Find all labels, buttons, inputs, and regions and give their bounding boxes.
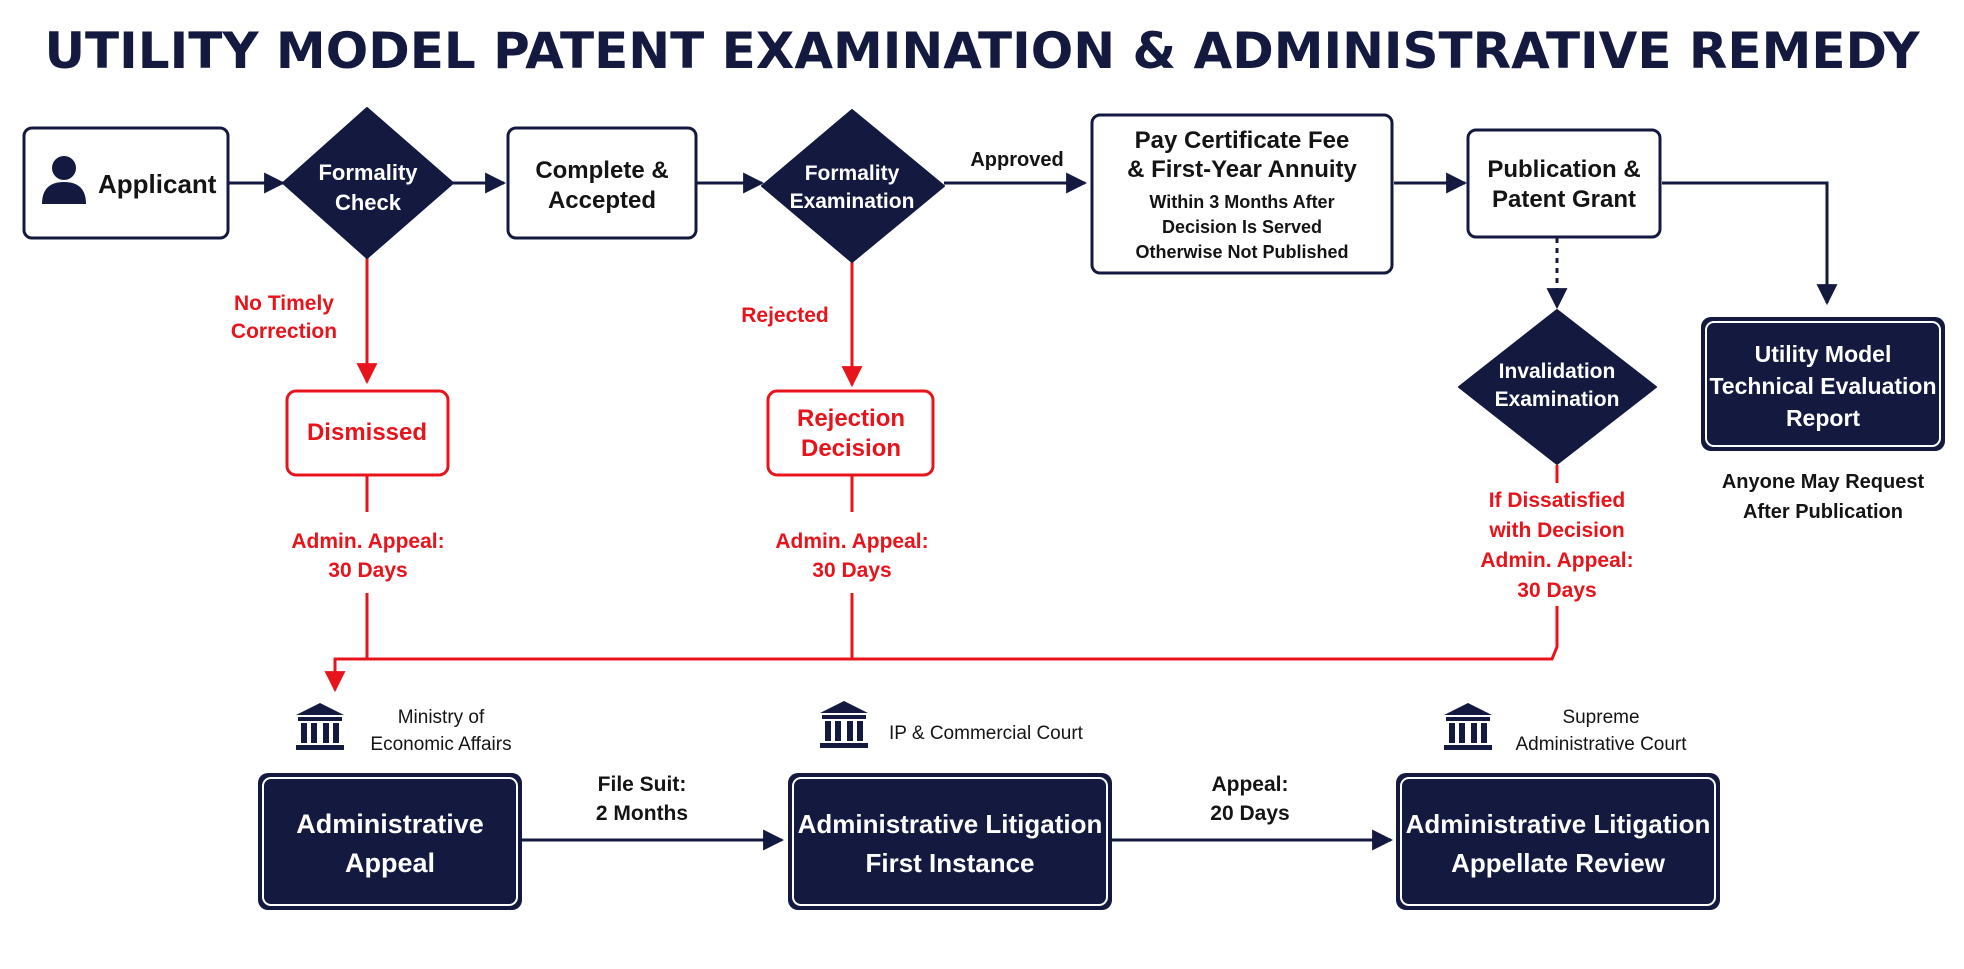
ministry-line1: Ministry of [398, 707, 485, 728]
pay-fee-line3: Within 3 Months After [1149, 192, 1334, 212]
dissatisfied-label-line1: If Dissatisfied [1489, 489, 1626, 512]
no-timely-correction-line2: Correction [231, 320, 337, 343]
dismissed-label: Dismissed [307, 419, 427, 446]
formality-check-line2: Check [335, 190, 402, 215]
dismissed-box: Dismissed [285, 389, 450, 477]
pay-fee-line5: Otherwise Not Published [1135, 242, 1348, 262]
tech-report-line2: Technical Evaluation [1709, 373, 1936, 399]
rejected-label: Rejected [741, 304, 829, 327]
supreme-line1: Supreme [1562, 707, 1639, 728]
publication-grant-line1: Publication & [1487, 156, 1640, 183]
dissatisfied-label-line2: with Decision [1488, 519, 1624, 542]
ministry-line2: Economic Affairs [370, 734, 511, 755]
tech-report-note-line1: Anyone May Request [1722, 471, 1925, 493]
admin-appeal-box-line1: Administrative [296, 809, 484, 839]
litigation-appellate-line1: Administrative Litigation [1406, 809, 1711, 839]
pay-fee-line1: Pay Certificate Fee [1135, 127, 1350, 154]
government-building-icon [296, 703, 344, 750]
approved-label: Approved [970, 149, 1063, 171]
complete-accepted-line1: Complete & [535, 157, 668, 184]
admin-appeal-label-2-line2: 30 Days [812, 559, 891, 582]
formality-check-line1: Formality [318, 160, 418, 185]
rejection-decision-line1: Rejection [797, 405, 905, 432]
file-suit-label-line1: File Suit: [598, 773, 687, 796]
tech-report-line3: Report [1786, 405, 1860, 431]
litigation-first-line1: Administrative Litigation [798, 809, 1103, 839]
courthouse-icon [1444, 703, 1492, 750]
publication-grant-line2: Patent Grant [1492, 186, 1636, 213]
formality-check-diamond: Formality Check [282, 107, 454, 259]
invalidation-line1: Invalidation [1499, 360, 1616, 383]
ministry-authority: Ministry of Economic Affairs [296, 703, 512, 755]
no-timely-correction-line1: No Timely [234, 292, 334, 315]
main-flow-connectors [229, 172, 1838, 851]
rejection-flow-connectors [324, 258, 1559, 693]
admin-appeal-label-2-line1: Admin. Appeal: [775, 530, 928, 553]
rejection-decision-line2: Decision [801, 435, 901, 462]
rejection-decision-box: Rejection Decision [766, 389, 935, 477]
pay-fee-line4: Decision Is Served [1162, 217, 1322, 237]
tech-report-note-line2: After Publication [1743, 501, 1903, 523]
litigation-appellate-line2: Appellate Review [1451, 848, 1666, 878]
complete-accepted-line2: Accepted [548, 187, 656, 214]
formality-examination-diamond: Formality Examination [761, 109, 945, 263]
invalidation-examination-diamond: Invalidation Examination [1458, 309, 1657, 465]
courthouse-icon [820, 701, 868, 748]
invalidation-line2: Examination [1495, 388, 1620, 411]
dissatisfied-label-line4: 30 Days [1517, 579, 1596, 602]
admin-appeal-box-line2: Appeal [345, 848, 435, 878]
publication-grant-box: Publication & Patent Grant [1466, 128, 1662, 239]
complete-accepted-box: Complete & Accepted [506, 126, 698, 240]
admin-appeal-label-1-line2: 30 Days [328, 559, 407, 582]
ip-court-line1: IP & Commercial Court [889, 723, 1084, 744]
ip-court-authority: IP & Commercial Court [820, 701, 1084, 748]
appeal-20-days-line2: 20 Days [1210, 802, 1289, 825]
admin-appeal-label-1-line1: Admin. Appeal: [291, 530, 444, 553]
file-suit-label-line2: 2 Months [596, 802, 688, 825]
appeal-20-days-line1: Appeal: [1211, 773, 1288, 796]
person-icon [42, 156, 86, 204]
dissatisfied-label-line3: Admin. Appeal: [1480, 549, 1633, 572]
administrative-appeal-box: Administrative Appeal [258, 773, 522, 910]
pay-fee-line2: & First-Year Annuity [1127, 156, 1357, 183]
technical-evaluation-report-box: Utility Model Technical Evaluation Repor… [1701, 317, 1945, 451]
litigation-first-line2: First Instance [865, 848, 1034, 878]
applicant-box: Applicant [22, 126, 230, 240]
formality-examination-line1: Formality [805, 162, 900, 185]
tech-report-line1: Utility Model [1755, 341, 1892, 367]
litigation-appellate-review-box: Administrative Litigation Appellate Revi… [1396, 773, 1720, 910]
applicant-label: Applicant [98, 169, 217, 199]
pay-certificate-fee-box: Pay Certificate Fee & First-Year Annuity… [1090, 113, 1394, 275]
litigation-first-instance-box: Administrative Litigation First Instance [788, 773, 1112, 910]
formality-examination-line2: Examination [790, 190, 915, 213]
supreme-line2: Administrative Court [1515, 734, 1687, 755]
supreme-court-authority: Supreme Administrative Court [1444, 703, 1687, 755]
page-title: UTILITY MODEL PATENT EXAMINATION & ADMIN… [44, 22, 1920, 80]
